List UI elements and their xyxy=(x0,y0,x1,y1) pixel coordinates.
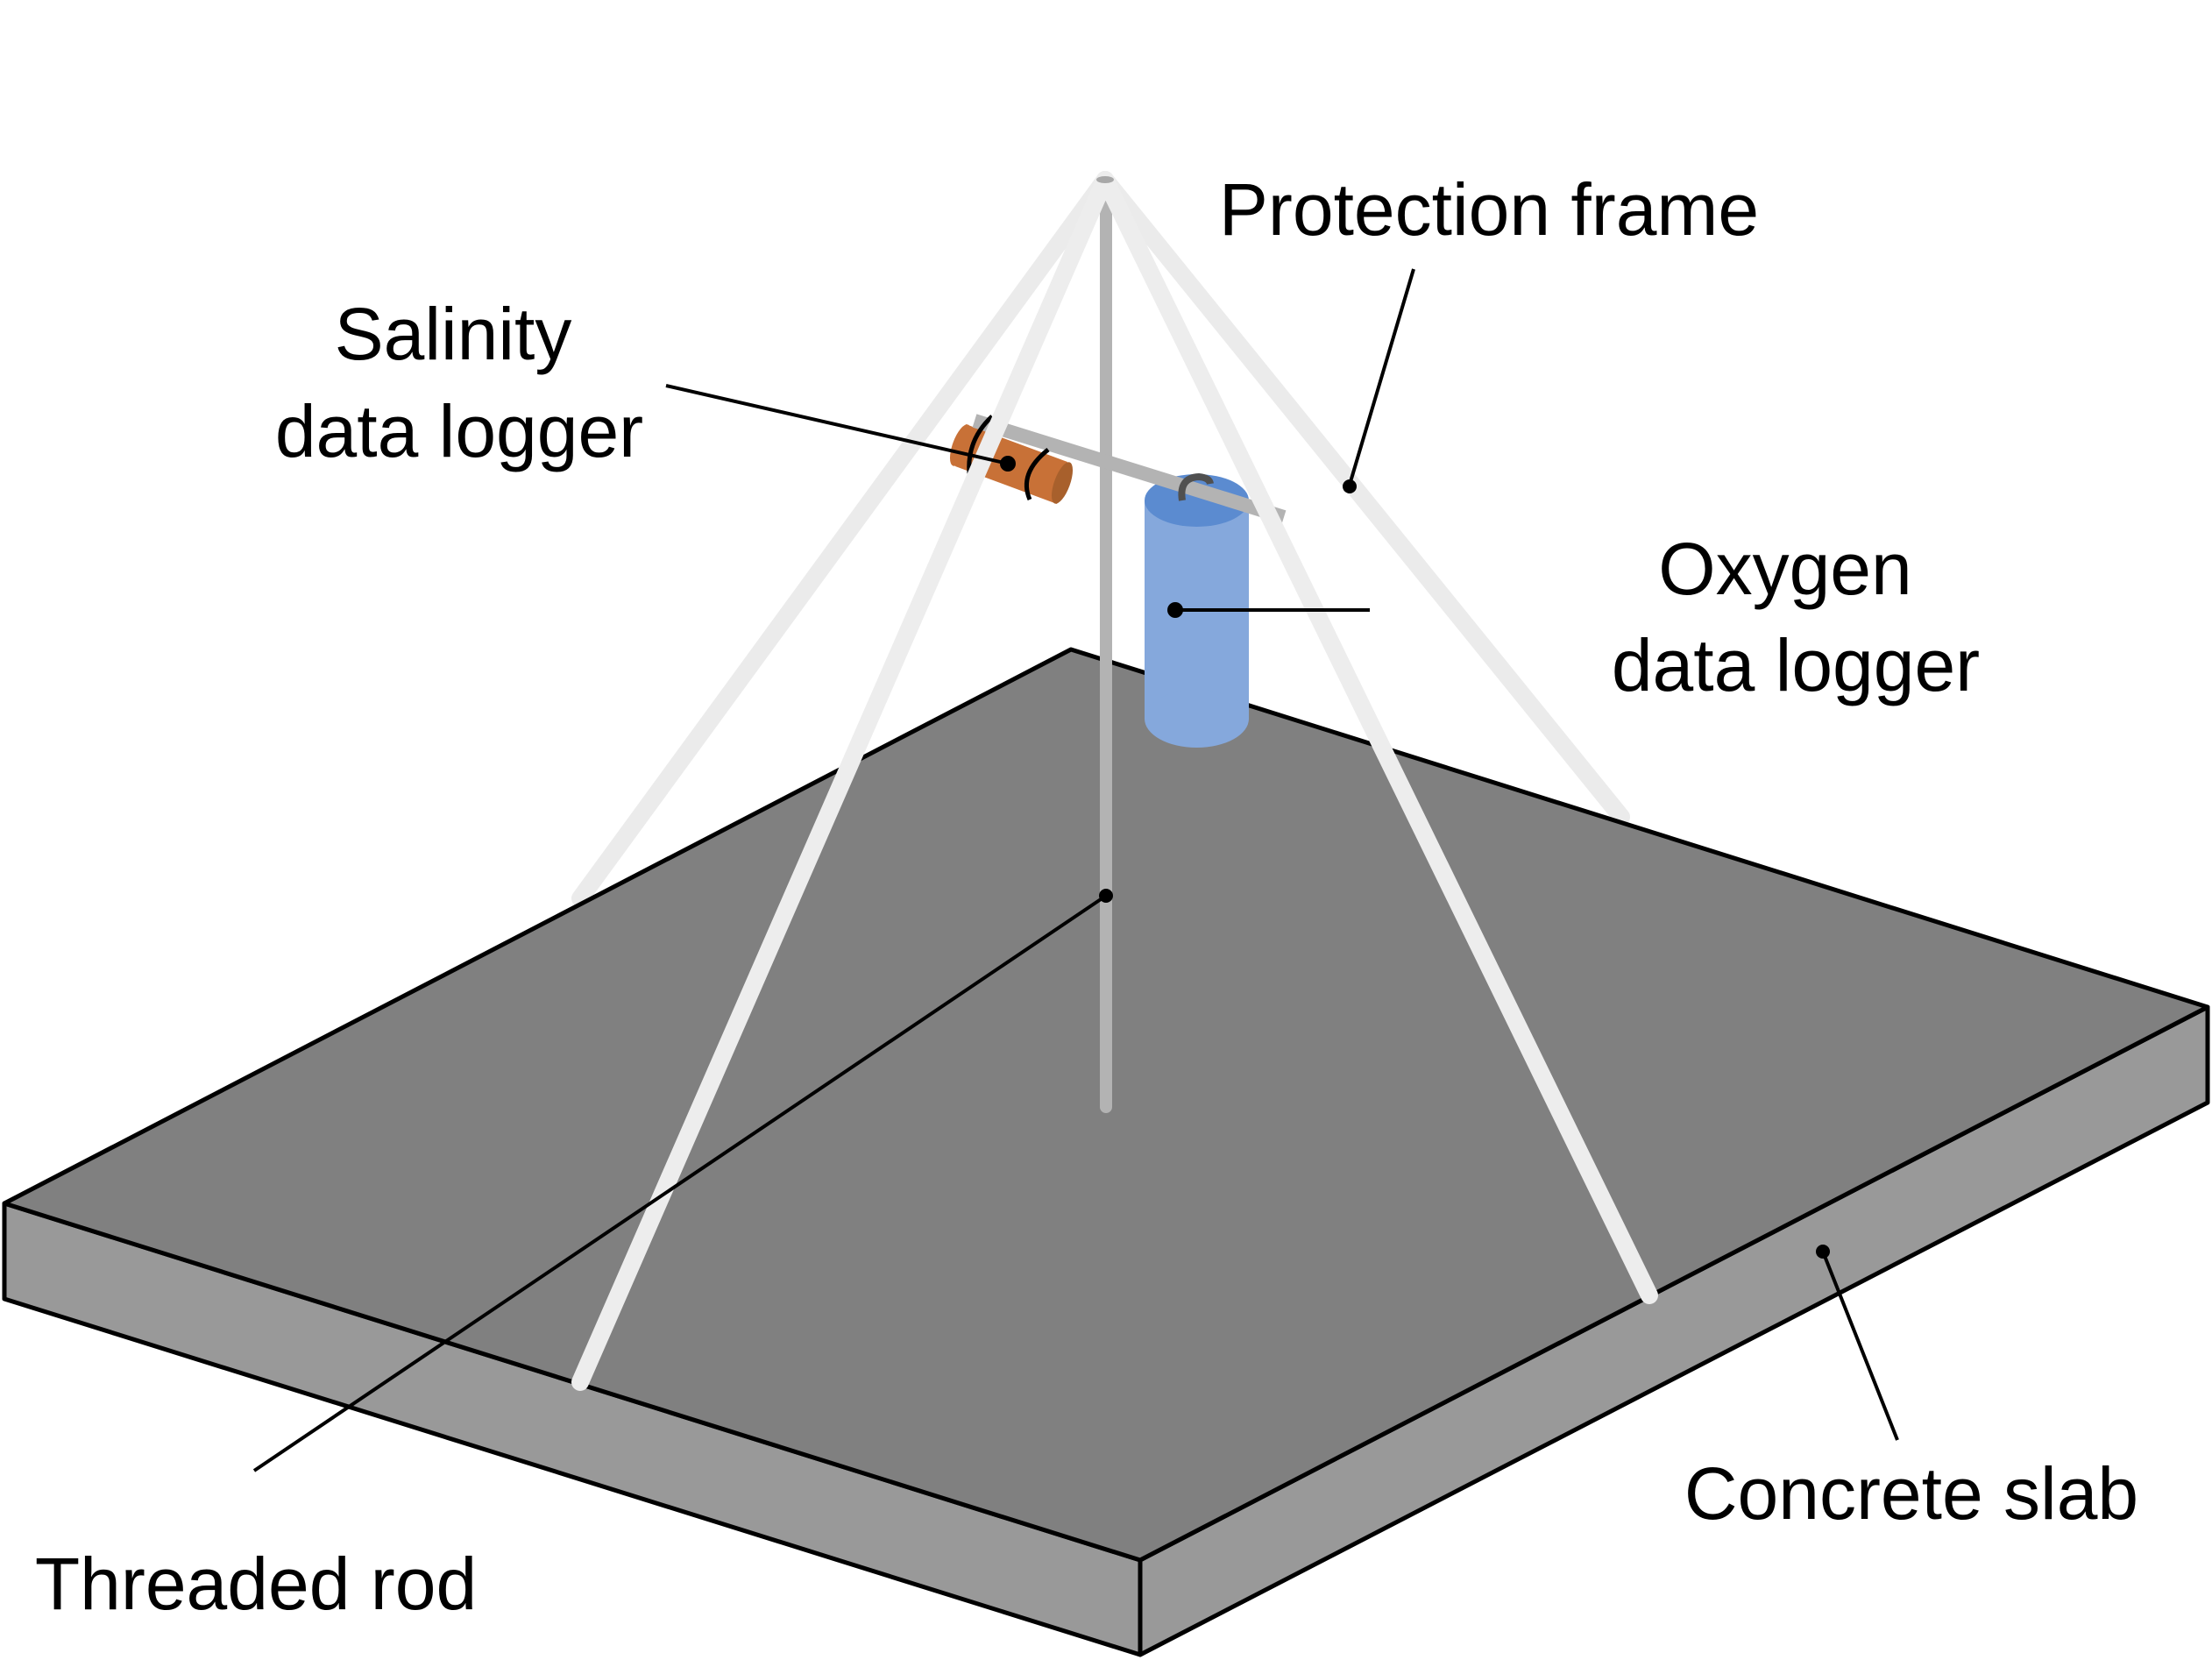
pointer-concrete-slab xyxy=(1821,1251,1899,1441)
frame-leg-front-right xyxy=(1096,171,1658,1304)
labels: Protection frame Salinity data logger Ox… xyxy=(35,168,2138,1625)
crossbar xyxy=(972,414,1287,524)
pointer-dot-concrete-slab xyxy=(1816,1245,1830,1259)
protection-frame-back xyxy=(571,171,1630,907)
clamp-right-icon xyxy=(1024,448,1050,500)
pointer-dot-oxygen xyxy=(1167,602,1183,618)
oxygen-logger-hook-icon xyxy=(1178,472,1214,501)
salinity-logger-end-cap xyxy=(1051,462,1074,504)
protection-frame-front xyxy=(571,171,1658,1391)
pointer-dot-threaded-rod xyxy=(1099,889,1113,903)
oxygen-data-logger xyxy=(1145,474,1249,748)
pointer-dot-salinity xyxy=(1000,456,1016,472)
label-salinity-line2: data logger xyxy=(275,390,643,472)
pointer-protection-frame xyxy=(1348,268,1415,486)
frame-leg-back-right xyxy=(1096,171,1630,826)
pointers xyxy=(252,268,1899,1472)
pointer-threaded-rod xyxy=(252,894,1108,1472)
label-protection-frame: Protection frame xyxy=(1219,168,1759,251)
label-oxygen-line1: Oxygen xyxy=(1658,528,1912,610)
frame-leg-front-left xyxy=(571,171,1114,1391)
pointer-dot-protection-frame xyxy=(1343,479,1357,493)
crossbar-bar xyxy=(972,414,1287,524)
oxygen-logger-bottom xyxy=(1145,690,1249,748)
pointer-salinity xyxy=(665,384,1009,465)
label-salinity-line1: Salinity xyxy=(335,293,572,375)
label-oxygen-line2: data logger xyxy=(1612,624,1980,706)
frame-apex xyxy=(1096,176,1114,183)
frame-leg-back-left xyxy=(571,171,1114,907)
label-threaded-rod: Threaded rod xyxy=(35,1543,477,1625)
salinity-logger-rear-cap xyxy=(949,424,972,466)
label-concrete-slab: Concrete slab xyxy=(1684,1452,2138,1535)
